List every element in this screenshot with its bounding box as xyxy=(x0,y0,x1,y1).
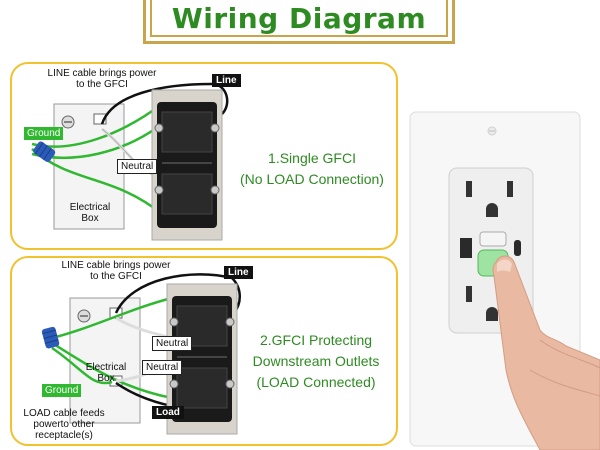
outlet-slot xyxy=(466,181,472,197)
caption-line-1: 1.Single GFCI xyxy=(268,150,356,166)
electrical-box-label: Electrical Box xyxy=(69,202,111,224)
neutral-label-2: Neutral xyxy=(142,360,183,375)
title-frame: Wiring Diagram xyxy=(143,0,455,44)
electrical-box-label: Electrical Box xyxy=(85,362,127,384)
title-banner: Wiring Diagram xyxy=(0,0,600,48)
diagram-panel-load-connected: LINE cable brings power to the GFCI Line… xyxy=(10,256,398,446)
line-cable-note: LINE cable brings power to the GFCI xyxy=(47,68,157,90)
test-button[interactable] xyxy=(479,231,507,247)
neutral-label: Neutral xyxy=(117,159,158,174)
diagram-panel-single-gfci: LINE cable brings power to the GFCI Grou… xyxy=(10,62,398,250)
load-cable-note: LOAD cable feeds powerto other receptacl… xyxy=(23,408,105,441)
line-label: Line xyxy=(212,74,241,87)
caption-single-gfci: 1.Single GFCI (No LOAD Connection) xyxy=(232,148,392,190)
neutral-label-1: Neutral xyxy=(152,336,193,351)
cable-clamp xyxy=(93,113,107,125)
caption-line-1: 2.GFCI Protecting xyxy=(259,332,373,348)
ground-label: Ground xyxy=(42,384,82,397)
outlet-slot xyxy=(466,286,472,302)
caption-line-3: (LOAD Connected) xyxy=(256,374,376,390)
hand-pressing-icon xyxy=(492,255,600,450)
wiring-diagram-1-graphic xyxy=(31,82,229,241)
caption-line-2: (No LOAD Connection) xyxy=(240,171,384,187)
ground-hole xyxy=(486,203,498,217)
caption-line-2: Downstream Outlets xyxy=(252,353,380,369)
line-label: Line xyxy=(224,266,253,279)
wire-nut-icon xyxy=(33,141,56,163)
caption-load-connected: 2.GFCI Protecting Downstream Outlets (LO… xyxy=(234,330,398,393)
line-cable-note: LINE cable brings power to the GFCI xyxy=(61,260,171,282)
ground-hole xyxy=(486,307,498,321)
load-label: Load xyxy=(152,406,184,419)
ground-label: Ground xyxy=(24,127,64,140)
usb-c-port-icon xyxy=(514,240,521,256)
title-frame-inner xyxy=(150,0,448,37)
outlet-slot xyxy=(507,181,513,197)
wire-nut-icon xyxy=(41,326,60,349)
gfci-receptacle-icon xyxy=(151,89,223,241)
usb-a-port-icon xyxy=(460,238,472,258)
page-title: Wiring Diagram xyxy=(171,2,427,35)
